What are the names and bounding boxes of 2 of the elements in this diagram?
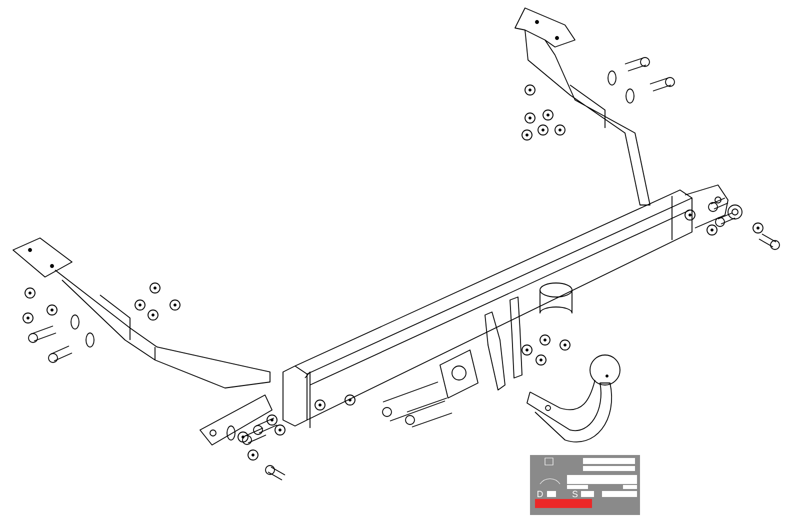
plate-letter: D: [538, 490, 543, 498]
plate-letter: S: [572, 490, 578, 498]
